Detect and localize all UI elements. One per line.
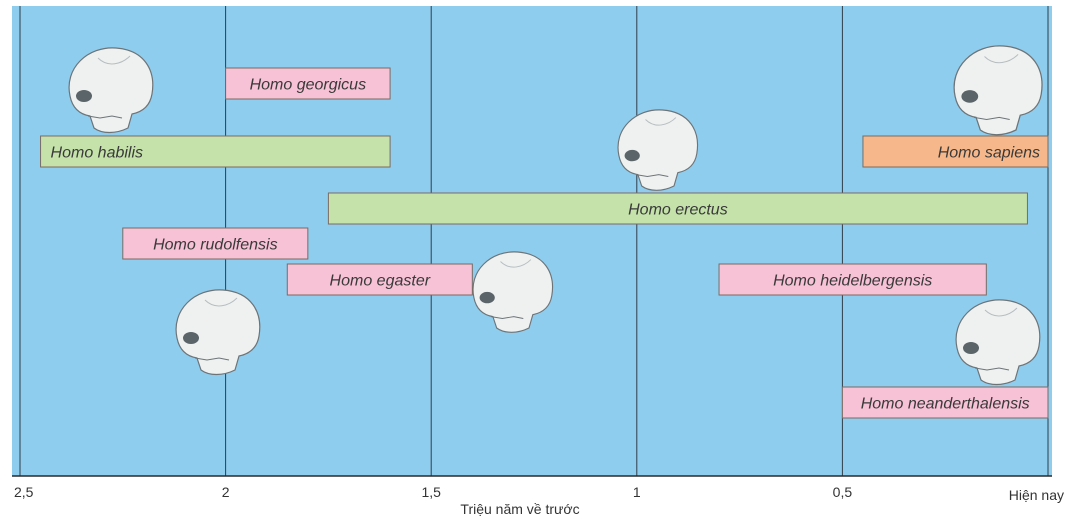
species-bar-homo-sapiens: Homo sapiens bbox=[863, 136, 1048, 167]
species-label: Homo rudolfensis bbox=[153, 237, 278, 254]
x-tick-label: 2,5 bbox=[14, 484, 34, 500]
species-label: Homo sapiens bbox=[938, 145, 1040, 162]
x-axis-title: Triệu năm về trước bbox=[460, 501, 579, 517]
species-label: Homo heidelbergensis bbox=[773, 273, 932, 290]
species-bar-homo-neanderthalensis: Homo neanderthalensis bbox=[842, 387, 1048, 418]
x-tick-label: 1,5 bbox=[421, 484, 441, 500]
species-label: Homo neanderthalensis bbox=[861, 396, 1030, 413]
x-tick-label: 2 bbox=[222, 484, 230, 500]
species-label: Homo egaster bbox=[330, 273, 431, 290]
species-label: Homo habilis bbox=[51, 145, 143, 162]
x-tick-label: 0,5 bbox=[833, 484, 853, 500]
x-tick-label: 1 bbox=[633, 484, 641, 500]
x-tick-labels: 2,5 2 1,5 1 0,5 bbox=[14, 484, 852, 500]
species-bar-homo-egaster: Homo egaster bbox=[287, 264, 472, 295]
species-label: Homo georgicus bbox=[250, 77, 367, 94]
species-bar-homo-habilis: Homo habilis bbox=[41, 136, 391, 167]
species-label: Homo erectus bbox=[628, 202, 728, 219]
species-bar-homo-rudolfensis: Homo rudolfensis bbox=[123, 228, 308, 259]
x-end-label: Hiện nay bbox=[1009, 487, 1064, 503]
species-bar-homo-georgicus: Homo georgicus bbox=[226, 68, 390, 99]
species-bar-homo-erectus: Homo erectus bbox=[328, 193, 1027, 224]
species-bar-homo-heidelbergensis: Homo heidelbergensis bbox=[719, 264, 986, 295]
